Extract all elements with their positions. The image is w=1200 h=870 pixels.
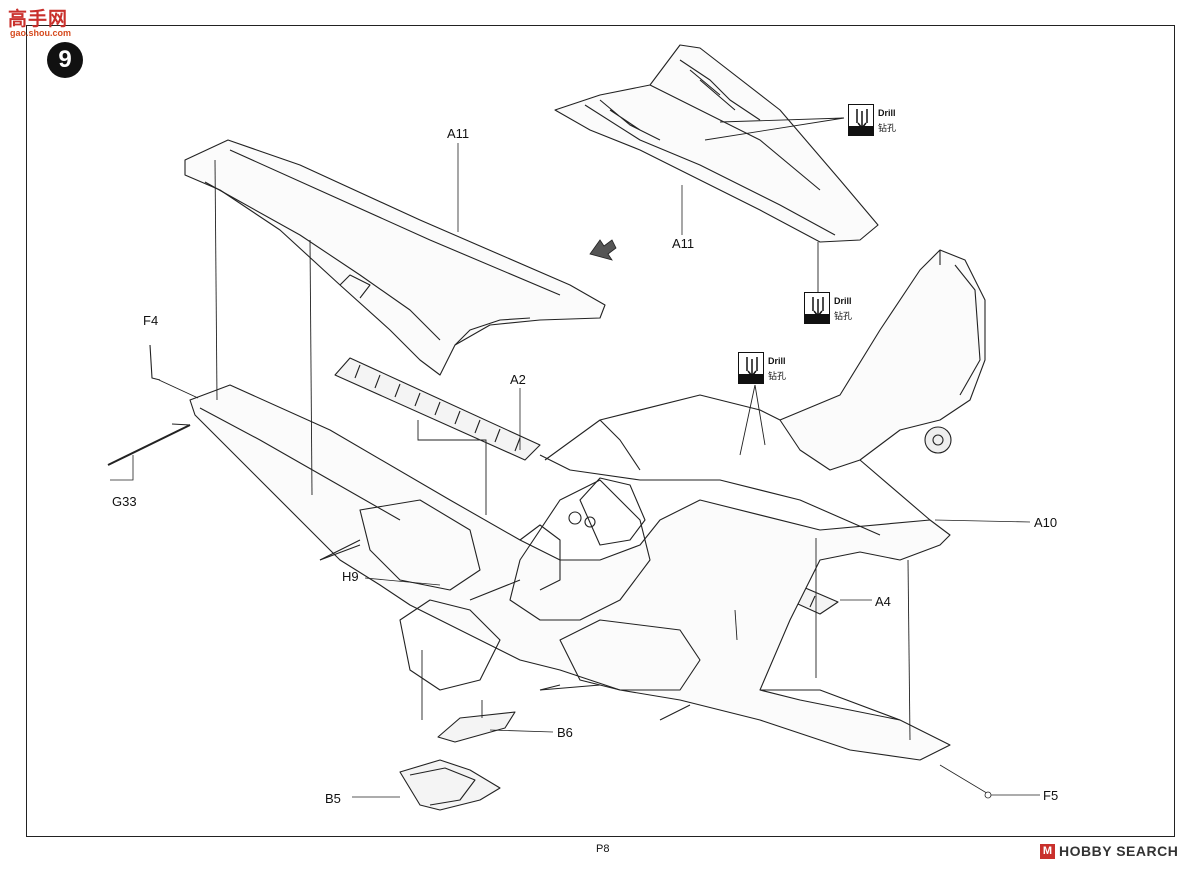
drill-icon — [738, 352, 764, 384]
part-label-a11-panel: A11 — [672, 236, 695, 251]
gear-door-b6 — [437, 711, 516, 743]
site-watermark-bottom: M HOBBY SEARCH — [1040, 843, 1192, 861]
hobby-search-logo-icon: M — [1040, 844, 1055, 859]
part-label-a2: A2 — [510, 372, 526, 387]
page-number: P8 — [596, 843, 610, 855]
drill-icon — [804, 292, 830, 324]
part-label-g33: G33 — [112, 494, 137, 509]
drill-label-cn: 钻孔 — [768, 372, 787, 382]
drill-label-en: Drill — [768, 356, 786, 366]
watermark-title: 高手网 — [8, 8, 69, 30]
direction-arrow-icon — [589, 239, 617, 261]
drill-note-2: Drill 钻孔 — [804, 292, 864, 328]
tail-section — [779, 249, 986, 471]
part-label-h9: H9 — [342, 569, 359, 584]
upper-right-wing-panel-part — [554, 44, 879, 243]
gear-door-b5 — [399, 759, 501, 811]
part-label-b6: B6 — [557, 725, 573, 740]
drill-icon — [848, 104, 874, 136]
drill-note-1: Drill 钻孔 — [848, 104, 908, 140]
drill-label-en: Drill — [878, 108, 896, 118]
drill-note-3: Drill 钻孔 — [738, 352, 798, 388]
part-label-a4: A4 — [875, 594, 891, 609]
step-number-badge: 9 — [47, 42, 83, 78]
cockpit-frame — [519, 477, 646, 591]
part-label-b5: B5 — [325, 791, 341, 806]
upper-left-wing-part — [184, 139, 606, 376]
part-label-a11-wing: A11 — [447, 126, 470, 141]
flap-a2-part — [334, 357, 541, 461]
watermark-url: gao.shou.com — [10, 28, 72, 38]
drill-label-cn: 钻孔 — [834, 312, 853, 322]
part-label-f5: F5 — [1043, 788, 1059, 803]
site-watermark-top: 高手网 gao.shou.com — [4, 2, 74, 38]
page-frame — [26, 25, 1175, 837]
lower-wing-fuselage-assembly — [189, 384, 951, 761]
drill-label-en: Drill — [834, 296, 852, 306]
drill-label-cn: 钻孔 — [878, 124, 897, 134]
watermark-text: HOBBY SEARCH — [1059, 843, 1179, 859]
part-label-f4: F4 — [143, 313, 159, 328]
part-label-a10: A10 — [1034, 515, 1058, 530]
